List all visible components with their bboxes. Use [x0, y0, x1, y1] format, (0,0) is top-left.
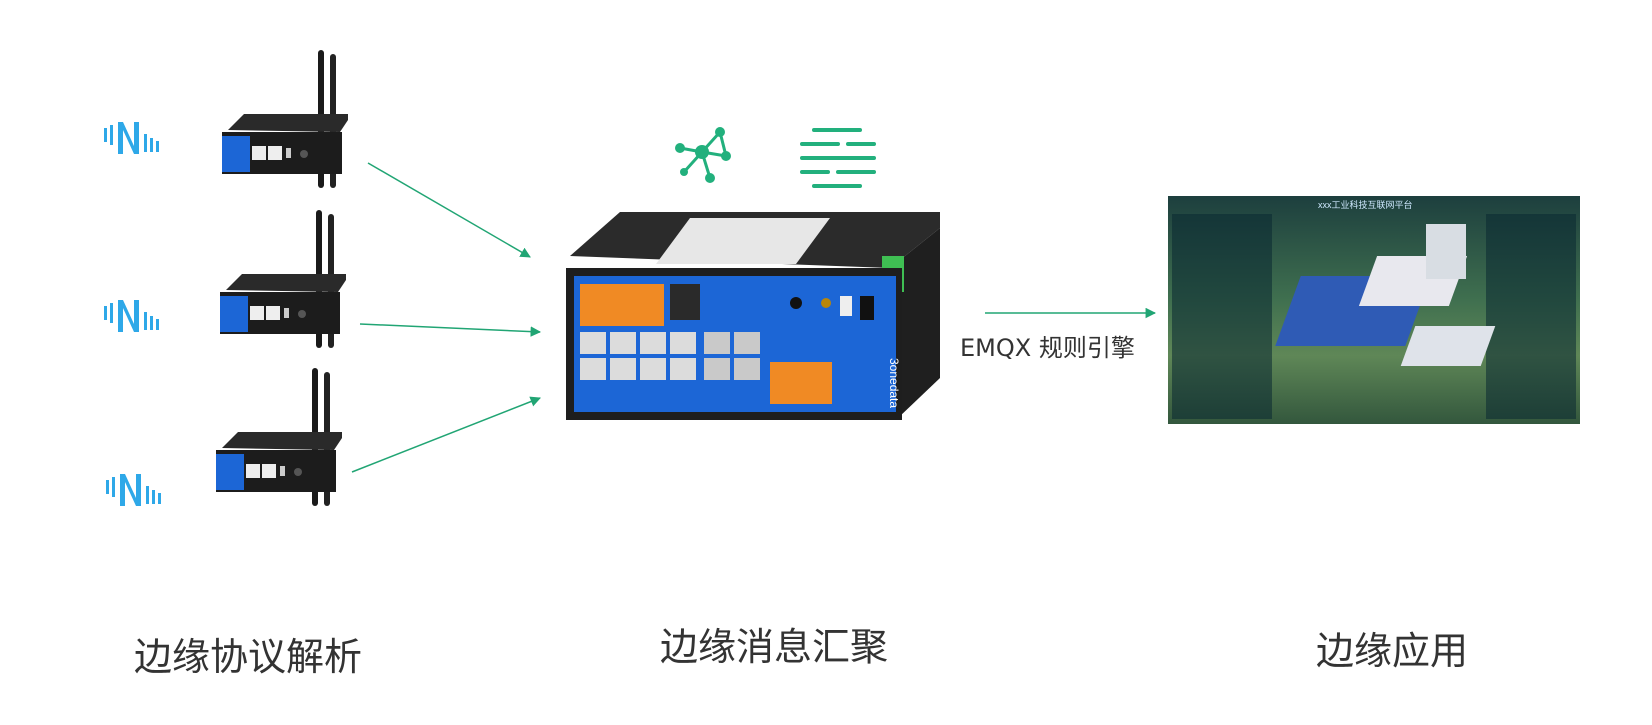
dashboard-preview-image: xxx工业科技互联网平台: [1168, 196, 1580, 424]
dashboard-right-panel: [1486, 214, 1576, 419]
neuron-logo-icon: [104, 122, 159, 154]
dashboard-silos: [1426, 224, 1466, 279]
nanomq-logo-icon: [800, 128, 876, 188]
arrow-gateway-3: [351, 396, 541, 473]
dashboard-left-panel: [1172, 214, 1272, 419]
caption-edge-message-aggregation: 边缘消息汇聚: [660, 625, 889, 669]
neuron-logo-icon: [104, 300, 159, 332]
neuron-logo-icon: [106, 474, 161, 506]
switch-brand-label: 3onedata: [887, 358, 901, 408]
edge-gateway-device: [220, 210, 346, 348]
industrial-switch-device: 3onedata: [566, 212, 940, 420]
rule-engine-label: EMQX 规则引擎: [960, 334, 1135, 362]
dashboard-factory-block: [1400, 326, 1496, 366]
edge-gateway-device: [222, 50, 348, 188]
network-graph-icon: [675, 127, 731, 183]
arrow-gateway-2: [359, 323, 542, 337]
arrow-gateway-1: [367, 162, 531, 258]
edge-gateway-device: [216, 368, 342, 506]
caption-edge-protocol-parsing: 边缘协议解析: [134, 635, 363, 679]
caption-edge-application: 边缘应用: [1316, 629, 1469, 673]
dashboard-title: xxx工业科技互联网平台: [1318, 200, 1413, 210]
